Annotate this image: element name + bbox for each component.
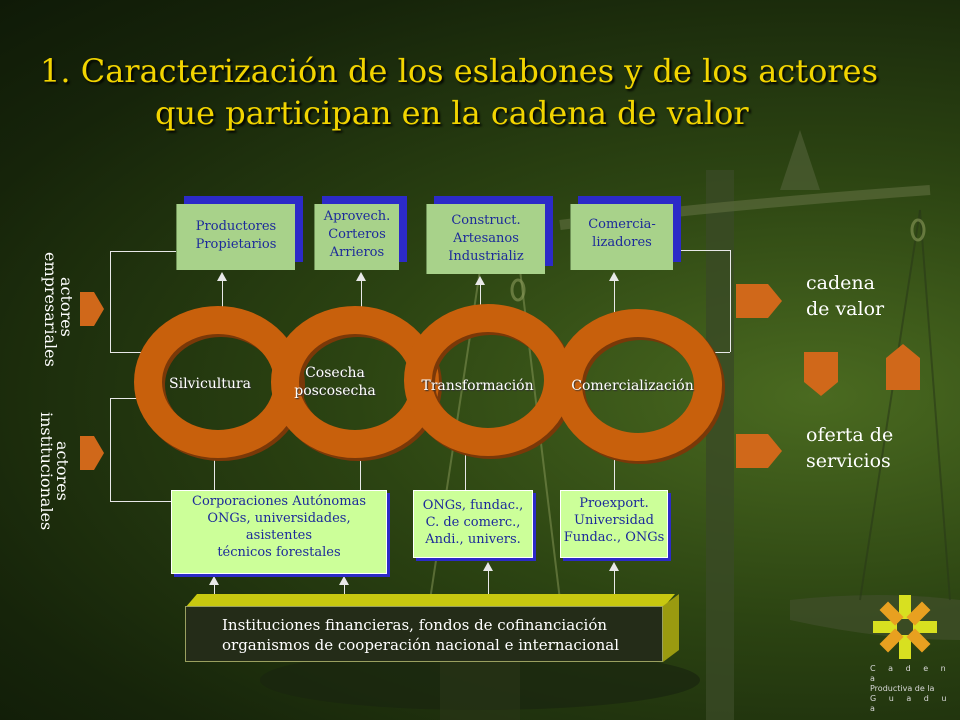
arrow-up-icon: [356, 272, 366, 281]
arrow-line: [614, 280, 615, 324]
connector: [110, 501, 172, 502]
arrow-up-icon: [475, 276, 485, 285]
ring-comercializacion: [554, 309, 725, 464]
financial-line2: organismos de cooperación nacional e int…: [222, 636, 619, 654]
ring-label-cosecha: Cosecha poscosecha: [294, 365, 376, 399]
logo-text-line: Productiva de la: [870, 684, 935, 693]
arrow-up-icon: [609, 562, 619, 571]
arrow-up-icon: [209, 576, 219, 585]
actor-box-construct: Construct. Artesanos Industrializ: [426, 204, 545, 274]
ring-label-silvicultura: Silvicultura: [169, 376, 251, 392]
actor-box-text: Construct. Artesanos Industrializ: [448, 213, 524, 264]
marker-oferta-icon: [736, 434, 782, 468]
logo-text-line: C a d e n a: [870, 664, 951, 683]
connector: [730, 250, 731, 352]
actor-box-text: Aprovech. Corteros Arrieros: [323, 209, 391, 260]
slide-title-line1: 1. Caracterización de los eslabones y de…: [40, 52, 878, 90]
ring-label-comercializacion: Comercialización: [571, 378, 694, 394]
financial-line1: Instituciones financieras, fondos de cof…: [222, 616, 608, 634]
guadua-logo-icon: [873, 595, 937, 659]
marker-down-icon: [804, 352, 838, 396]
financial-box-top: [185, 594, 675, 608]
actor-box-comercializadores: Comercia- lizadores: [570, 204, 673, 270]
connector: [110, 398, 150, 399]
arrow-line: [222, 280, 223, 320]
institution-box-text: ONGs, fundac., C. de comerc., Andi., uni…: [422, 498, 524, 547]
connector: [360, 440, 361, 490]
connector: [614, 440, 615, 490]
financial-box-side: [663, 594, 679, 662]
label-oferta-de-servicios: oferta de servicios: [806, 424, 894, 472]
label-actores-institucionales: actores institucionales: [37, 411, 72, 531]
institution-box-proexport: Proexport. Universidad Fundac., ONGs: [560, 490, 668, 558]
institution-box-ongs: ONGs, fundac., C. de comerc., Andi., uni…: [413, 490, 533, 558]
arrow-line: [344, 584, 345, 596]
logo-text-line: G u a d u a: [870, 694, 952, 713]
marker-cadena-icon: [736, 284, 782, 318]
institution-box-text: Corporaciones Autónomas ONGs, universida…: [192, 494, 366, 560]
marker-up-icon: [886, 344, 920, 390]
connector: [110, 352, 150, 353]
arrow-line: [614, 570, 615, 596]
institution-box-corporaciones: Corporaciones Autónomas ONGs, universida…: [171, 490, 387, 574]
arrow-line: [480, 284, 481, 316]
institution-box-text: Proexport. Universidad Fundac., ONGs: [563, 496, 665, 545]
arrow-up-icon: [609, 272, 619, 281]
actor-box-productores: Productores Propietarios: [176, 204, 295, 270]
slide-title-line2: que participan en la cadena de valor: [155, 94, 749, 132]
marker-institucionales-icon: [80, 436, 104, 470]
connector: [465, 440, 466, 490]
label-cadena-de-valor: cadena de valor: [806, 272, 885, 320]
financial-institutions-box: Instituciones financieras, fondos de cof…: [185, 606, 663, 662]
connector: [110, 251, 111, 353]
actor-box-text: Productores Propietarios: [195, 219, 277, 252]
connector: [110, 251, 176, 252]
logo-text: C a d e n a Productiva de la G u a d u a: [870, 664, 960, 714]
arrow-line: [361, 280, 362, 320]
arrow-line: [488, 570, 489, 596]
connector: [110, 398, 111, 502]
actor-box-text: Comercia- lizadores: [588, 217, 656, 250]
connector: [214, 440, 215, 490]
label-actores-empresariales: actores empresariales: [41, 252, 76, 367]
actor-box-aprovech: Aprovech. Corteros Arrieros: [314, 204, 399, 270]
arrow-up-icon: [339, 576, 349, 585]
arrow-line: [214, 584, 215, 596]
ring-label-transformacion: Transformación: [421, 378, 534, 394]
arrow-up-icon: [217, 272, 227, 281]
arrow-up-icon: [483, 562, 493, 571]
connector: [680, 250, 730, 251]
marker-empresariales-icon: [80, 292, 104, 326]
